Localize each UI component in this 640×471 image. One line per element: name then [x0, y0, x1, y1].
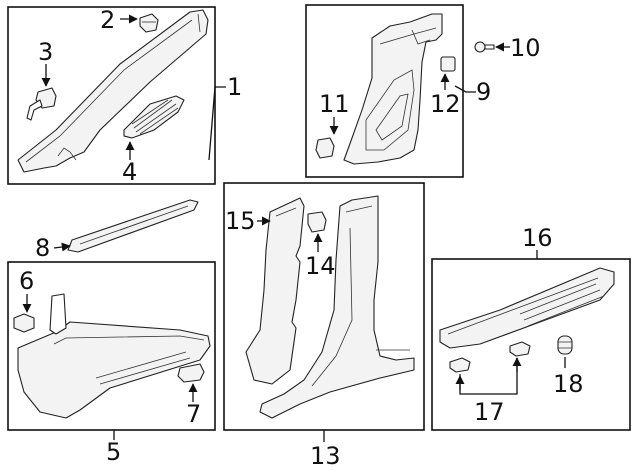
clip-part-6: [13, 313, 35, 333]
callout-14: 14: [305, 252, 336, 280]
callout-15: 15: [225, 207, 256, 235]
clip-part-14: [307, 211, 327, 233]
clip-part-2: [139, 13, 159, 33]
a-pillar-trim-part: [17, 9, 209, 173]
callout-16: 16: [522, 224, 553, 252]
cover-part-12: [440, 56, 456, 72]
callout-7: 7: [186, 400, 201, 428]
callout-17: 17: [474, 398, 505, 426]
callout-11: 11: [319, 90, 350, 118]
callout-6: 6: [19, 267, 34, 295]
clip-part-17b: [509, 341, 531, 357]
callout-13: 13: [310, 442, 341, 470]
b-pillar-lower-trim-part-13: [259, 195, 415, 419]
callout-18: 18: [553, 370, 584, 398]
callout-5: 5: [106, 438, 121, 466]
callout-12: 12: [430, 90, 461, 118]
clip-part-17a: [449, 357, 471, 373]
callout-9: 9: [476, 78, 491, 106]
callout-8: 8: [35, 234, 50, 262]
screw-part-10: [474, 41, 495, 53]
scuff-plate-part-8: [67, 199, 199, 253]
grommet-part-18: [557, 335, 573, 355]
clip-part-11: [315, 137, 335, 159]
group-box-rocker: [7, 261, 216, 431]
callout-10: 10: [510, 34, 541, 62]
speaker-grille-part-4: [123, 95, 185, 139]
b-pillar-trim-part-15: [245, 197, 305, 385]
callout-1: 1: [227, 73, 242, 101]
clip-part-7: [177, 363, 205, 383]
callout-3: 3: [38, 38, 53, 66]
retainer-part-3: [26, 87, 57, 121]
c-pillar-trim-part: [343, 13, 443, 165]
leader-1: [208, 86, 226, 161]
sill-plate-part-16: [439, 267, 615, 349]
leader-8: [53, 242, 71, 252]
group-box-sill-plate: [431, 258, 631, 431]
lower-trim-part: [17, 293, 211, 419]
callout-2: 2: [100, 6, 115, 34]
leader-9: [454, 85, 476, 93]
group-box-a-pillar: [7, 6, 216, 185]
callout-4: 4: [122, 158, 137, 186]
